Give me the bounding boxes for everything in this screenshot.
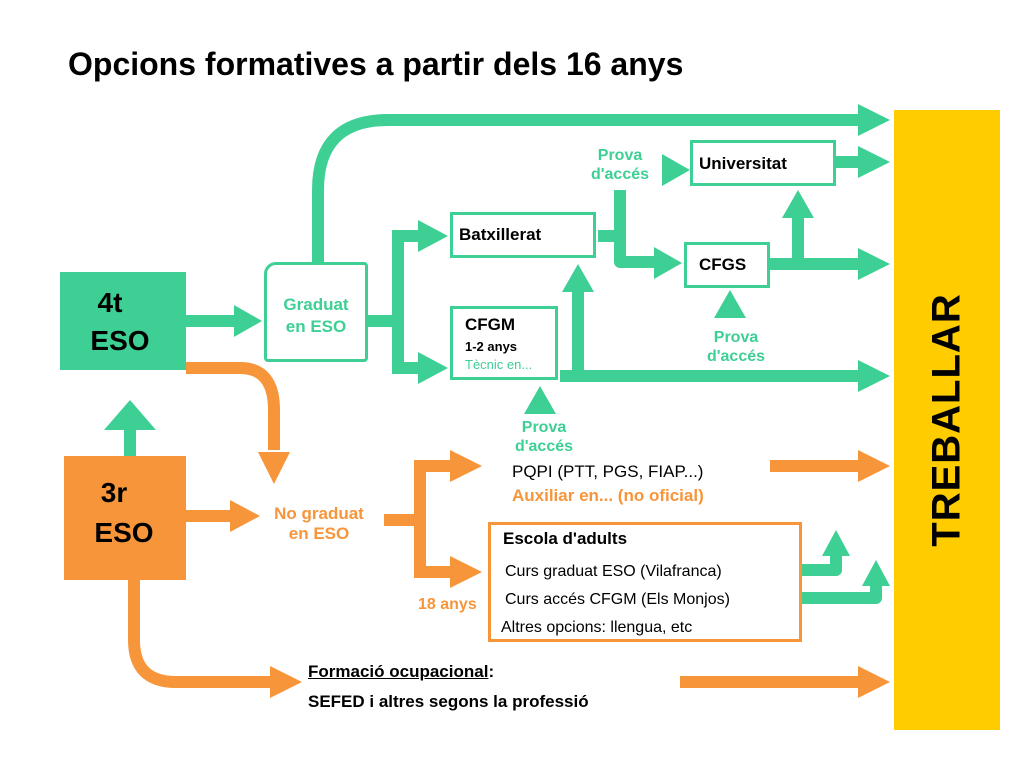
- no-graduat-label: No graduat en ESO: [254, 504, 384, 544]
- prova-acces-univ: Prova d'accés: [584, 146, 656, 184]
- no-graduat-line1: No graduat: [274, 504, 364, 523]
- formacio-colon: :: [488, 662, 495, 681]
- escola-adults-title: Escola d'adults: [503, 529, 628, 548]
- formacio-subtitle: SEFED i altres segons la professió: [308, 692, 589, 711]
- eso4-line2: ESO: [90, 325, 150, 356]
- age-18-label: 18 anys: [418, 596, 477, 613]
- arrowhead-pqpi-treballar: [858, 450, 890, 482]
- batx-to-cfgs-line: [598, 190, 654, 268]
- arrowhead-pqpi: [450, 450, 482, 482]
- arrowhead-formacio-treballar: [858, 666, 890, 698]
- prova-acces-cfgm-line1: Prova: [521, 419, 567, 436]
- cfgs-box: CFGS: [684, 242, 770, 288]
- arrowhead-nograduat-down: [258, 452, 290, 484]
- eso4-line1: 4t: [97, 287, 123, 318]
- arrowhead-adults: [450, 556, 482, 588]
- prova-acces-cfgs-line2: d'accés: [706, 348, 766, 365]
- prova-acces-cfgs-line1: Prova: [713, 329, 759, 346]
- arrowhead-univ-from-prova: [662, 154, 690, 186]
- universitat-label: Universitat: [699, 154, 787, 173]
- arrowhead-cfgs-univ: [782, 190, 814, 218]
- no-graduat-line2: en ESO: [288, 524, 350, 543]
- arrowhead-cfgs: [654, 247, 682, 279]
- arrowhead-prova-cfgm: [524, 386, 556, 414]
- arrowhead-prova-cfgs: [714, 290, 746, 318]
- arrowhead-cfgs-treballar: [858, 248, 890, 280]
- arrowhead-batx: [418, 220, 448, 252]
- cfgm-title: CFGM: [465, 315, 516, 334]
- batxillerat-box: Batxillerat: [450, 212, 596, 258]
- formacio-title: Formació ocupacional: [308, 662, 489, 681]
- arrowhead-eso3-eso4: [104, 400, 156, 430]
- arrowhead-univ-treballar: [858, 146, 890, 178]
- adults-return-hook-1: [802, 554, 842, 576]
- adults-return-hook-2: [802, 584, 882, 604]
- prova-acces-cfgm-line2: d'accés: [514, 438, 574, 455]
- prova-acces-univ-line2: d'accés: [590, 166, 650, 183]
- escola-adults-item-3: Altres opcions: llengua, etc: [501, 619, 693, 636]
- arrowhead-hook-2: [862, 560, 890, 586]
- universitat-box: Universitat: [690, 140, 836, 186]
- eso3-line2: ESO: [94, 517, 154, 548]
- graduat-box: Graduat en ESO: [264, 262, 368, 362]
- treballar-bar: TREBALLAR: [894, 110, 1000, 730]
- escola-adults-item-1: Curs graduat ESO (Vilafranca): [505, 563, 722, 580]
- cfgm-years: 1-2 anys: [465, 339, 518, 354]
- arrowhead-treballar-top: [858, 104, 890, 136]
- eso4-box: 4t ESO: [60, 272, 186, 370]
- prova-acces-cfgm: Prova d'accés: [506, 418, 582, 456]
- eso3-to-formacio-line: [128, 580, 272, 688]
- arrowhead-formacio: [270, 666, 302, 698]
- cfgs-label: CFGS: [699, 255, 747, 274]
- prova-acces-cfgs: Prova d'accés: [698, 328, 774, 366]
- pqpi-line1: PQPI (PTT, PGS, FIAP...): [512, 462, 704, 481]
- arrowhead-hook-1: [822, 530, 850, 556]
- graduat-line2: en ESO: [285, 317, 347, 336]
- cfgm-tecnic: Tècnic en...: [465, 357, 533, 372]
- batxillerat-label: Batxillerat: [459, 225, 542, 244]
- eso4-to-nograduat-line: [186, 362, 280, 450]
- arrowhead-nograduat: [230, 500, 260, 532]
- prova-acces-univ-line1: Prova: [597, 147, 643, 164]
- page-title: Opcions formatives a partir dels 16 anys: [68, 46, 684, 82]
- treballar-label: TREBALLAR: [924, 293, 969, 547]
- eso3-box: 3r ESO: [64, 456, 186, 580]
- formacio-title-wrap: Formació ocupacional:: [308, 662, 494, 682]
- cfgm-box: CFGM 1-2 anys Tècnic en...: [450, 306, 558, 380]
- arrowhead-graduat: [234, 305, 262, 337]
- graduat-line1: Graduat: [283, 295, 349, 314]
- escola-adults-item-2: Curs accés CFGM (Els Monjos): [505, 591, 730, 608]
- pqpi-line2: Auxiliar en... (no oficial): [512, 486, 704, 505]
- arrowhead-cfgm: [418, 352, 448, 384]
- escola-adults-box: Escola d'adults Curs graduat ESO (Vilafr…: [488, 522, 802, 642]
- graduat-to-treballar-line: [312, 114, 860, 262]
- arrowhead-cfgm-batx: [562, 264, 594, 292]
- arrowhead-cfgm-treballar: [858, 360, 890, 392]
- eso3-line1: 3r: [100, 477, 128, 508]
